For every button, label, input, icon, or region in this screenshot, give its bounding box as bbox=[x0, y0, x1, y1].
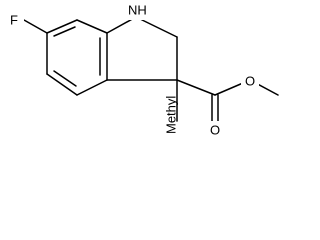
double-bond-c7-c6-inner bbox=[53, 26, 76, 37]
bond-c4-c3a bbox=[76, 79, 108, 96]
bond-c6-f bbox=[23, 19, 48, 34]
amine-label-mask bbox=[124, 0, 156, 20]
bond-c7-c6 bbox=[46, 19, 78, 34]
fluorine-label: F bbox=[10, 13, 18, 28]
bond-n1-c2 bbox=[135, 16, 178, 38]
ester-oxygen-label-mask bbox=[241, 72, 259, 90]
bond-c7a-c7 bbox=[76, 19, 108, 34]
methyl-label: Methyl bbox=[164, 96, 179, 134]
bond-c5-c4 bbox=[46, 73, 78, 96]
double-bond-c5-c4-inner bbox=[53, 70, 77, 87]
ester-oxygen-label: O bbox=[245, 74, 255, 89]
carbonyl-oxygen-label-mask bbox=[205, 121, 223, 139]
structural-formula: F NH Methyl O O bbox=[8, 0, 279, 139]
carbonyl-oxygen-label: O bbox=[210, 123, 220, 138]
amine-label: NH bbox=[128, 3, 147, 18]
bond-c3-carbonyl-c bbox=[176, 79, 216, 96]
fluorine-label-mask bbox=[8, 11, 24, 29]
